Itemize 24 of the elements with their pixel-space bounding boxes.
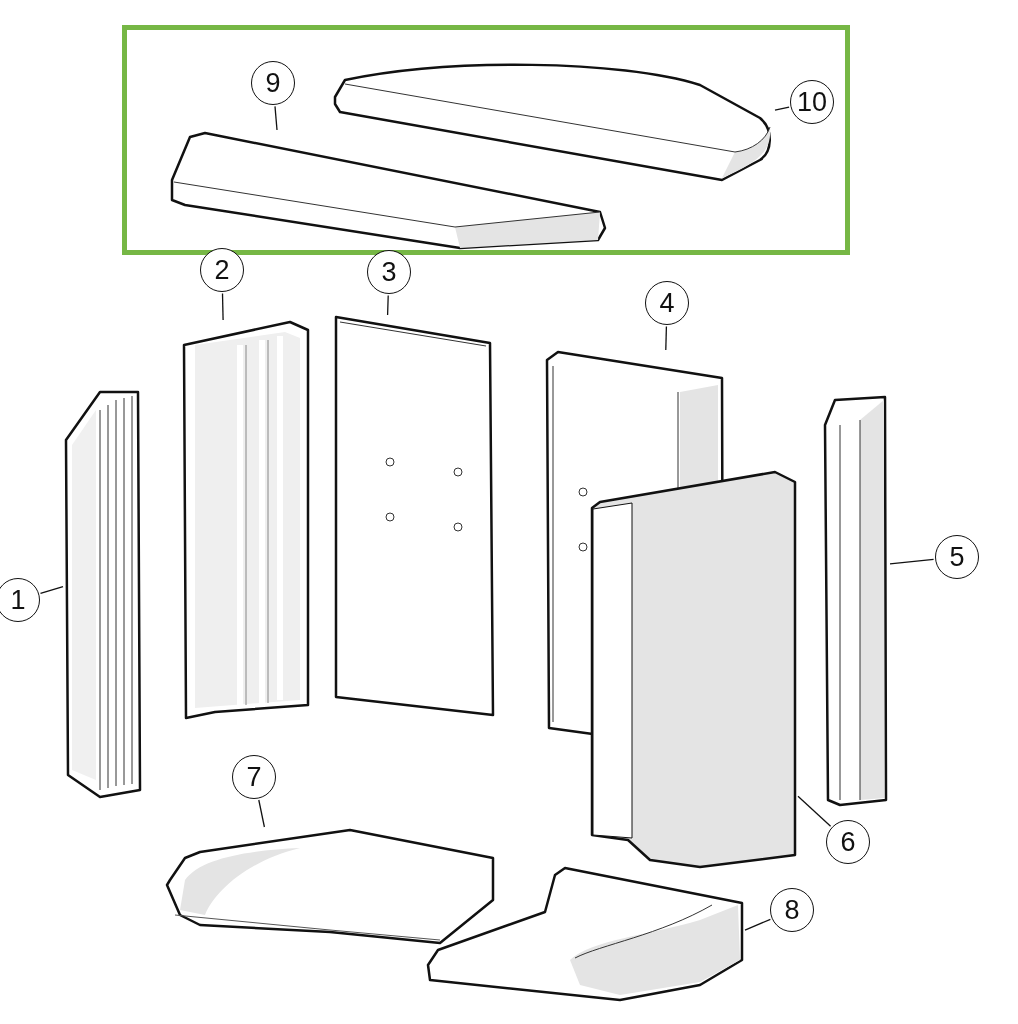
- callout-number: 7: [232, 755, 276, 799]
- leader-line: [258, 799, 266, 828]
- firebrick-drawing: [164, 827, 496, 947]
- leader-line: [386, 294, 389, 316]
- firebrick-drawing: [425, 865, 745, 1003]
- leader-line: [274, 105, 278, 131]
- callout-number: 9: [251, 61, 295, 105]
- callout-number: 5: [935, 535, 979, 579]
- callout-number: 10: [790, 80, 834, 124]
- firebrick-drawing: [588, 468, 798, 870]
- callout-number: 2: [200, 248, 244, 292]
- callout-number: 6: [826, 820, 870, 864]
- leader-line: [774, 106, 790, 111]
- leader-line: [797, 795, 832, 827]
- firebrick-drawing: [181, 320, 311, 720]
- callout-number: 3: [367, 250, 411, 294]
- callout-number: 1: [0, 578, 40, 622]
- leader-line: [665, 325, 668, 351]
- callout-number: 4: [645, 281, 689, 325]
- leader-line: [221, 292, 224, 321]
- leader-line: [744, 918, 772, 931]
- callout-number: 8: [770, 888, 814, 932]
- leader-line: [889, 558, 935, 565]
- leader-line: [39, 585, 64, 594]
